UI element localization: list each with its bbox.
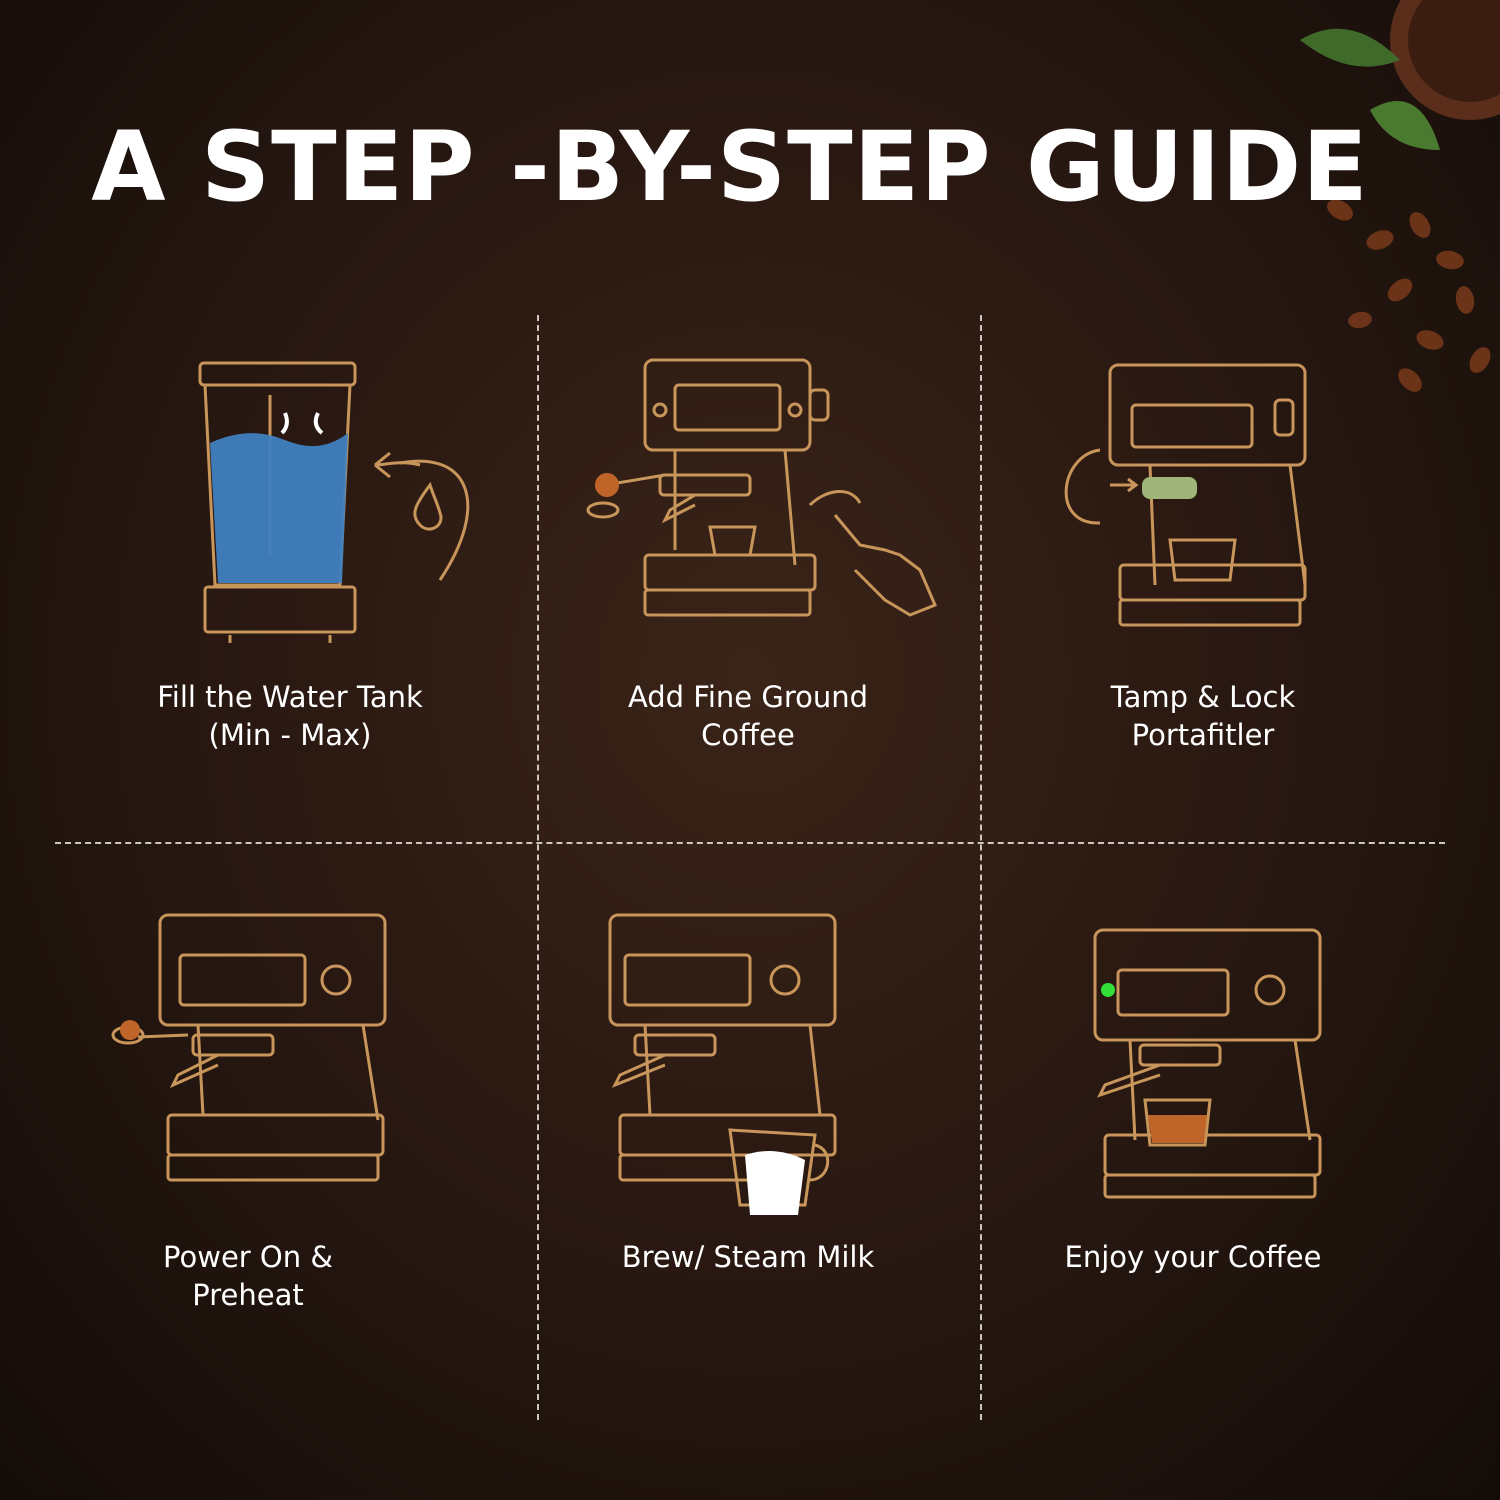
milk-pitcher-icon <box>608 913 837 1215</box>
column-divider-left <box>537 315 539 1420</box>
step-label-power-on: Power On &Preheat <box>163 1240 333 1312</box>
step-label-enjoy-coffee: Enjoy your Coffee <box>1064 1240 1322 1274</box>
coffee-cup-icon <box>1093 928 1322 1199</box>
coffee-beans-decoration-icon <box>1300 0 1500 392</box>
portafilter-icon <box>1064 363 1307 627</box>
page-title: A STEP -BY-STEP GUIDE <box>91 111 1369 223</box>
step-label-brew-steam: Brew/ Steam Milk <box>621 1240 875 1274</box>
water-tank-icon <box>198 361 470 643</box>
power-led-icon <box>1101 983 1115 997</box>
step-label-fill-water: Fill the Water Tank(Min - Max) <box>157 680 423 752</box>
row-divider <box>55 842 1445 844</box>
power-icon <box>111 913 387 1182</box>
column-divider-right <box>980 315 982 1420</box>
coffee-scoop-icon <box>586 358 937 617</box>
